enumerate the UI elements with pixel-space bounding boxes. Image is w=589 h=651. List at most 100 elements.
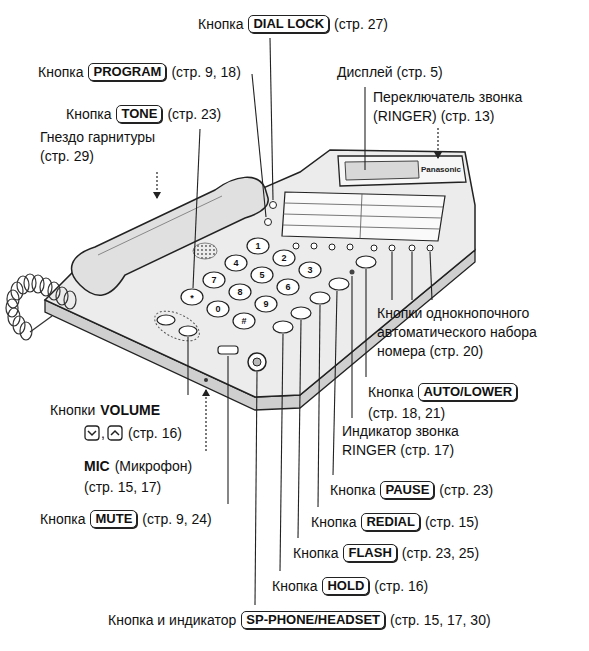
callout-text: Кнопка и индикатор <box>108 612 236 628</box>
path-shape <box>391 252 392 300</box>
path-shape <box>205 390 206 451</box>
button-name-box: SP-PHONE/HEADSET <box>241 611 385 629</box>
circle-shape <box>371 245 377 251</box>
callout-row: (стр. 15, 17) <box>84 476 161 498</box>
ellipse-shape <box>203 272 225 288</box>
handset <box>72 177 269 295</box>
callout-row: Дисплей (стр. 5) <box>337 61 443 83</box>
circle-shape <box>427 245 433 251</box>
ellipse-shape <box>56 287 68 305</box>
button-name-box: PROGRAM <box>88 63 166 81</box>
volume-up-button <box>179 326 197 336</box>
callout-text: (стр. 23) <box>439 482 493 498</box>
key-digit: 3 <box>307 265 312 275</box>
sp-phone-indicator <box>253 358 261 366</box>
key-digit: 1 <box>255 241 260 251</box>
callout-row: Кнопка и индикаторSP-PHONE/HEADSET(стр. … <box>108 609 491 631</box>
circle-shape <box>311 243 317 249</box>
callout-text: , <box>101 425 105 441</box>
brand-name: Panasonic <box>421 165 461 174</box>
mic-hole <box>204 378 208 382</box>
callout-text: (стр. 27) <box>334 16 388 32</box>
callout-text: Дисплей (стр. 5) <box>337 64 443 80</box>
ellipse-shape <box>273 321 293 333</box>
callout-row: , <box>101 422 105 444</box>
button-name: HOLD <box>327 578 364 593</box>
callout-text: Кнопка <box>198 16 243 32</box>
display-housing <box>338 156 466 186</box>
button-name: PROGRAM <box>93 64 161 79</box>
path-shape <box>227 356 228 504</box>
ellipse-shape <box>356 256 376 268</box>
ellipse-shape <box>233 313 255 329</box>
key-digit: 6 <box>285 282 290 292</box>
callout-text: (стр. 18, 21) <box>368 405 445 421</box>
path-shape <box>156 172 157 198</box>
key-digit: # <box>241 316 246 326</box>
callout-row: КнопкаHOLD(стр. 16) <box>272 575 428 597</box>
callout-row: Переключатель звонка (RINGER) (стр. 13) <box>373 88 558 126</box>
ellipse-shape <box>299 262 321 278</box>
button-name-box: MUTE <box>90 510 137 528</box>
callout-text: Кнопки однокнопочного автоматического на… <box>377 305 537 359</box>
path-shape <box>351 276 352 418</box>
callout-text: (стр. 15) <box>425 514 479 530</box>
path-shape <box>360 194 362 239</box>
path-shape <box>365 269 366 377</box>
ellipse-shape <box>273 250 295 266</box>
path-shape <box>187 337 188 395</box>
callout-text: Гнездо гарнитуры (стр. 29) <box>40 129 155 164</box>
path-shape <box>111 431 119 435</box>
callout-row: КнопкаREDIAL(стр. 15) <box>311 511 479 533</box>
path-shape <box>333 291 337 475</box>
ellipse-shape <box>255 296 277 312</box>
path-shape <box>430 252 432 300</box>
rect-shape <box>218 346 238 354</box>
callout-row: КнопкиVOLUME <box>50 399 160 421</box>
path-shape <box>193 129 200 288</box>
path-shape <box>437 128 438 158</box>
callout-row: (стр. 18, 21) <box>368 402 445 424</box>
key-digit: * <box>190 293 194 303</box>
button-name: MUTE <box>95 511 132 526</box>
button-name-box: AUTO/LOWER <box>418 383 517 401</box>
callout-text: Кнопка <box>311 514 356 530</box>
callout-row: Кнопки однокнопочного автоматического на… <box>377 304 567 361</box>
ellipse-shape <box>181 289 203 305</box>
path-shape <box>364 87 365 170</box>
coiled-cord <box>6 274 76 340</box>
ellipse-shape <box>207 301 229 317</box>
key-digit: 2 <box>281 253 286 263</box>
circle-shape <box>329 244 335 250</box>
key-digit: 5 <box>259 270 264 280</box>
callout-text: VOLUME <box>100 402 160 418</box>
callout-row: Индикатор звонка RINGER (стр. 17) <box>342 422 492 460</box>
callout-row: Кнопка PROGRAM (стр. 9, 18) <box>38 61 241 83</box>
ellipse-shape <box>64 291 76 309</box>
path-shape <box>255 372 257 605</box>
key-digit: 7 <box>211 275 216 285</box>
keypad-keys <box>181 238 321 329</box>
path-shape <box>252 74 266 217</box>
ellipse-shape <box>8 308 20 326</box>
ellipse-shape <box>251 267 273 283</box>
ellipse-shape <box>13 316 25 334</box>
volume-down-icon <box>84 425 100 441</box>
ellipse-shape <box>247 238 269 254</box>
rect-shape <box>108 426 122 440</box>
callout-text: (стр. 15, 17) <box>84 479 161 495</box>
key-digit: 0 <box>215 304 220 314</box>
callout-text: Кнопка <box>38 64 83 80</box>
ringer-indicator <box>350 270 355 275</box>
path-shape <box>411 252 412 300</box>
path-shape <box>318 305 320 507</box>
speed-dial-card <box>282 192 445 241</box>
button-name: DIAL LOCK <box>253 16 324 31</box>
path-shape <box>270 38 273 200</box>
callout-text: Кнопка <box>272 578 317 594</box>
callout-text: (стр. 16) <box>128 425 182 441</box>
ellipse-shape <box>229 284 251 300</box>
button-name-box: TONE <box>116 105 162 123</box>
callout-text: (стр. 9, 18) <box>171 64 240 80</box>
